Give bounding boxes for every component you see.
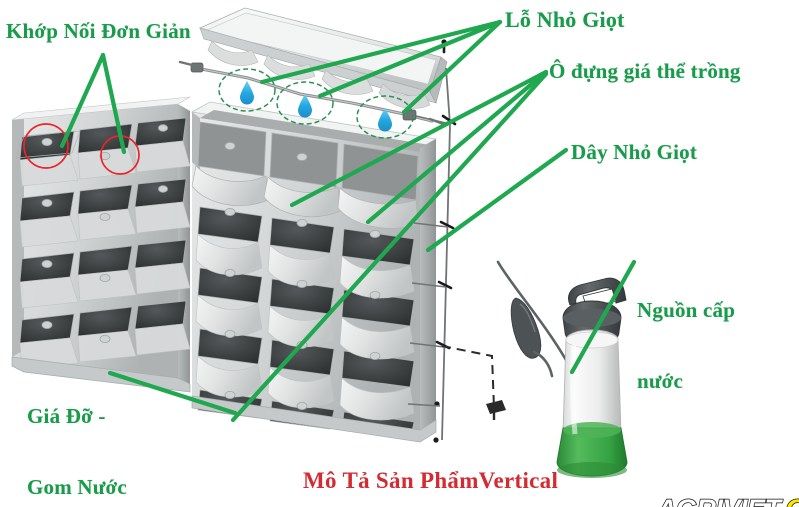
label-support-line2: Gom Nước (27, 474, 127, 499)
left-planter-panel (11, 96, 191, 393)
water-droplet-icon (240, 81, 392, 132)
label-drip-line: Dây Nhỏ Giọt (571, 140, 698, 164)
label-drip-hole: Lỗ Nhỏ Giọt (505, 7, 625, 32)
drip-hole-highlights (218, 68, 414, 139)
label-water-source-line2: nước (637, 368, 684, 393)
label-support-line1: Giá Đỡ - (27, 404, 106, 429)
connector-nubs (41, 124, 168, 343)
water-source-sprayer (556, 277, 628, 478)
watermark-brand: AGRIVIET (656, 493, 779, 507)
label-joint: Khớp Nối Đơn Giản (6, 19, 191, 43)
product-caption: Mô Tả Sản PhẩmVertical (303, 468, 559, 493)
watermark-tld: .COM (778, 493, 799, 507)
label-substrate-pocket: Ô đựng giá thể trồng (549, 59, 741, 83)
label-support-drain: Giá Đỡ - Gom Nước (27, 358, 127, 507)
callout-lines (59, 19, 637, 423)
label-water-source: Nguồn cấp nước (637, 252, 735, 440)
right-planter-panel (190, 101, 438, 443)
label-water-source-line1: Nguồn cấp (637, 298, 736, 323)
agriviet-watermark: AGRIVIET.COM (630, 463, 799, 507)
